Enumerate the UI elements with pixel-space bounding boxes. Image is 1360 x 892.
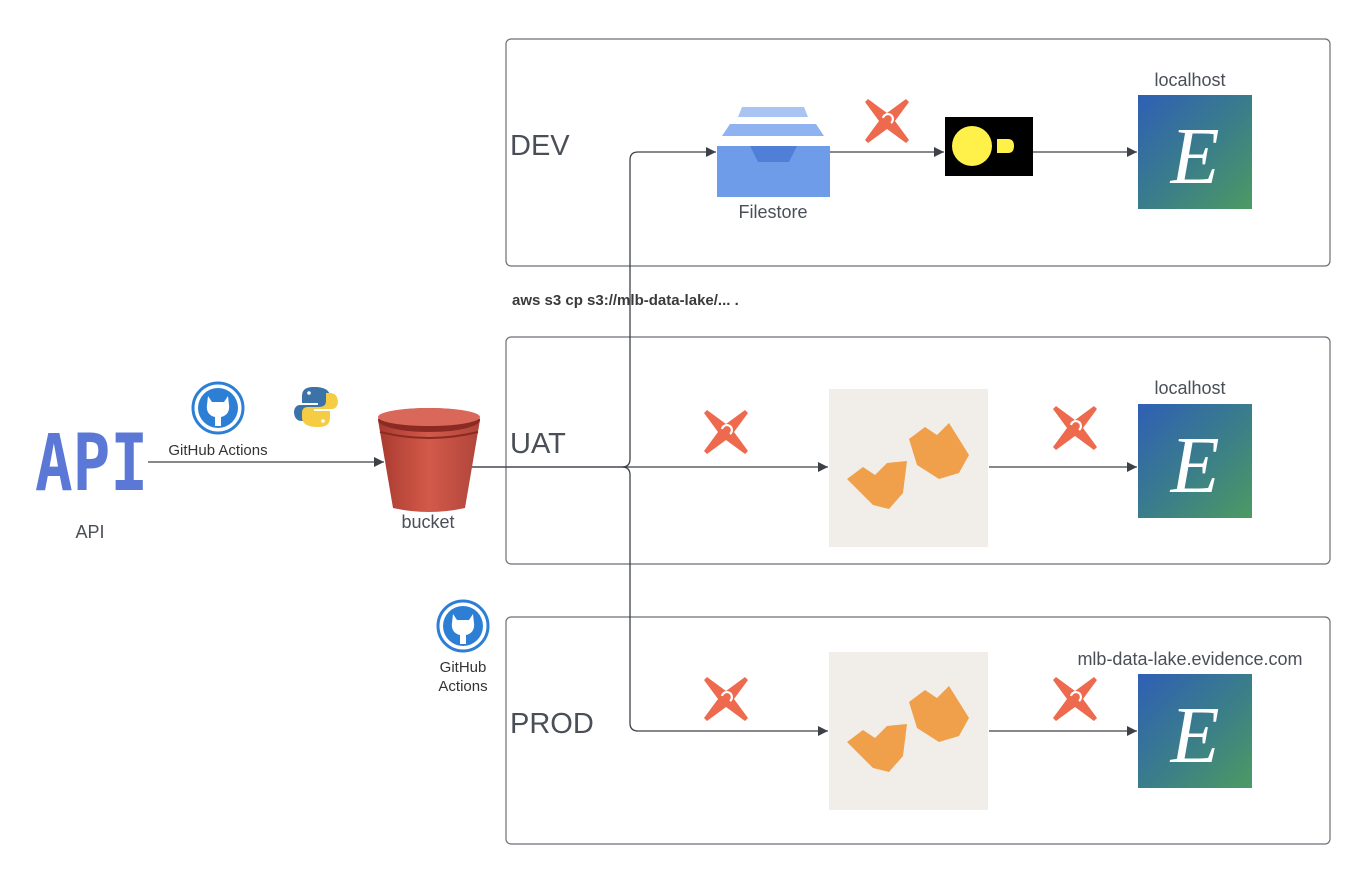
dev-evidence-icon [1138,95,1252,209]
uat-duckdb-icon [829,389,988,547]
python-icon [294,387,338,427]
github-actions-label: GitHub Actions [168,442,267,459]
filestore-icon [717,107,830,197]
prod-evidence-icon [1138,674,1252,788]
uat-evidence-icon [1138,404,1252,518]
filestore-label: Filestore [738,202,807,222]
prod-host-label: mlb-data-lake.evidence.com [1077,649,1302,669]
edge-bucket-to-prod [621,466,828,736]
s3-bucket-icon [378,408,480,512]
datalens-icon [945,117,1033,176]
prod-github-actions-label-line1: GitHub [440,659,487,676]
prod-label: PROD [510,708,594,740]
prod-duckdb-icon [829,652,988,810]
dev-host-label: localhost [1154,70,1225,90]
s3-copy-command-label: aws s3 cp s3://mlb-data-lake/... . [512,292,739,309]
github-icon [191,381,245,435]
prod-github-actions-label-line2: Actions [438,678,487,695]
uat-label: UAT [510,428,566,460]
bucket-label: bucket [401,512,454,532]
prod-github-icon [436,599,490,653]
dev-label: DEV [510,130,570,162]
api-icon: API [35,419,148,509]
uat-host-label: localhost [1154,378,1225,398]
api-label: API [75,522,104,542]
